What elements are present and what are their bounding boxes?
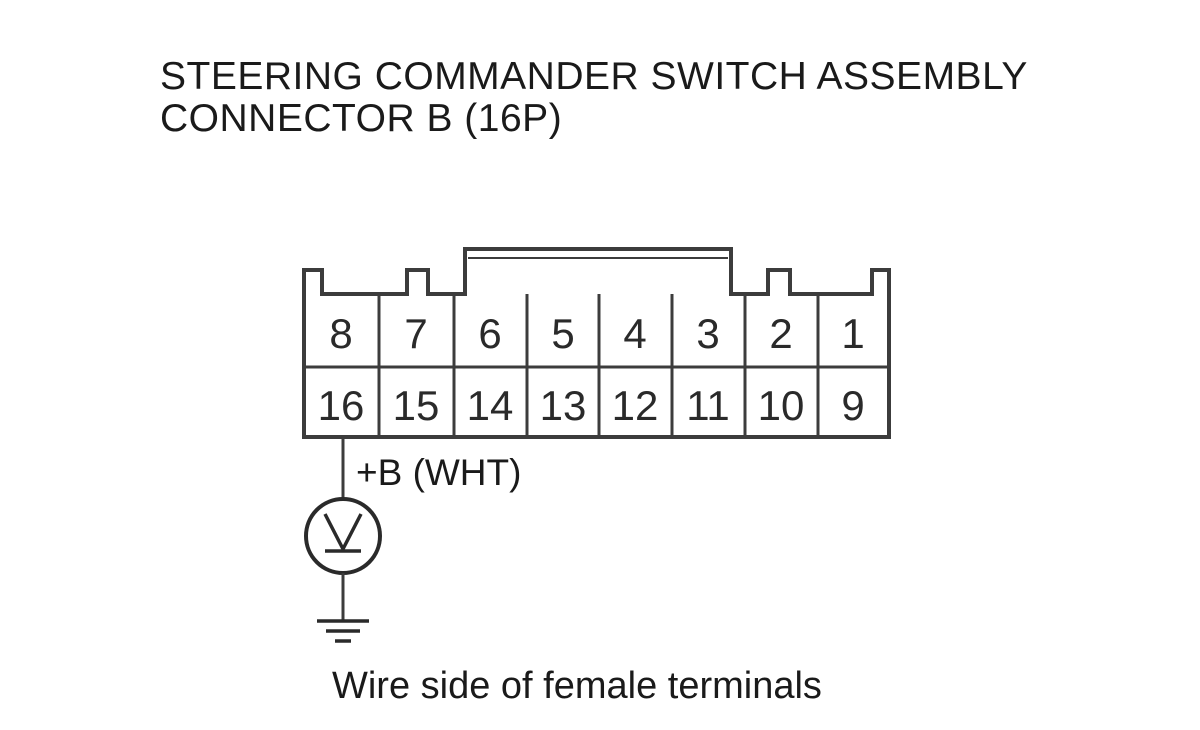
pin-label: 10 — [758, 382, 805, 429]
pin-label: 16 — [318, 382, 365, 429]
pin-label: 9 — [841, 382, 864, 429]
cell-dividers — [377, 294, 820, 437]
pin-label: 4 — [623, 310, 646, 357]
pin-label: 11 — [686, 382, 730, 429]
connector-housing-outline — [302, 247, 891, 439]
diagram-title-line-2: CONNECTOR B (16P) — [160, 97, 563, 140]
diagram-caption: Wire side of female terminals — [332, 665, 822, 707]
pin-label: 8 — [329, 310, 352, 357]
pin-label: 3 — [696, 310, 719, 357]
bottom-row-pins: 16 15 14 13 12 11 10 9 — [318, 382, 865, 429]
ground-icon — [317, 619, 369, 643]
pin-label: 5 — [551, 310, 574, 357]
pin-label: 1 — [841, 310, 864, 357]
diagram-title-line-1: STEERING COMMANDER SWITCH ASSEMBLY — [160, 55, 1028, 98]
wire-label: +B (WHT) — [356, 452, 521, 493]
voltmeter-icon — [304, 497, 382, 575]
pin-label: 14 — [467, 382, 514, 429]
pin-label: 7 — [404, 310, 427, 357]
top-row-pins: 8 7 6 5 4 3 2 1 — [329, 310, 864, 357]
pin-label: 15 — [393, 382, 440, 429]
pin-label: 2 — [769, 310, 792, 357]
pin-label: 13 — [540, 382, 587, 429]
pin-label: 12 — [612, 382, 659, 429]
pin-label: 6 — [478, 310, 501, 357]
